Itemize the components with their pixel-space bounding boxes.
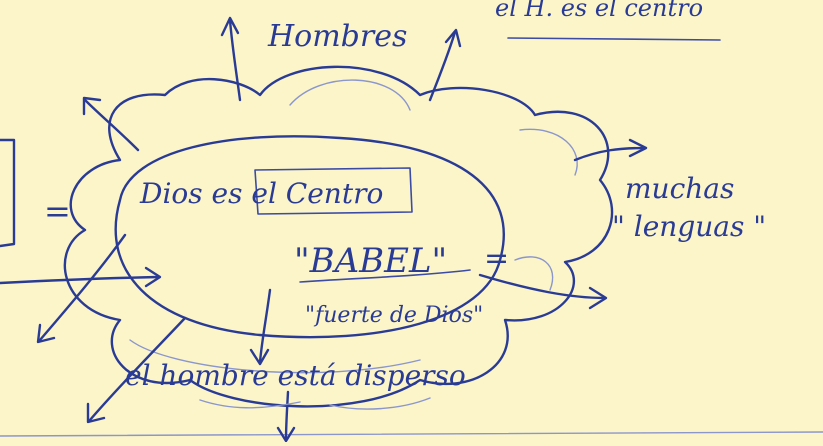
centro-box <box>254 167 413 215</box>
equals-left: = <box>44 192 71 230</box>
top-right-note: el H. es el centro <box>495 0 703 22</box>
arrowhead <box>220 16 240 37</box>
arrowhead <box>36 323 56 344</box>
arrow-lower-left <box>38 233 127 342</box>
arrow-up-left <box>228 18 242 102</box>
arrow-down-center <box>258 288 272 364</box>
center-ellipse <box>114 135 505 339</box>
arrowhead <box>249 348 270 366</box>
paper-edge-line <box>0 431 823 437</box>
arrow-right-lower <box>478 273 607 300</box>
arrow-bottom-left <box>88 316 187 422</box>
arrowhead <box>144 266 162 288</box>
right-label-line1: muchas <box>625 172 734 205</box>
arrow-down-bottom <box>284 390 290 442</box>
arrowhead <box>588 286 608 310</box>
center-text: Dios es el Centro <box>139 177 383 210</box>
arrowhead <box>82 96 102 116</box>
arrow-from-left <box>0 275 160 285</box>
babel-subtitle: "fuerte de Dios" <box>305 303 483 328</box>
bottom-text: el hombre está disperso <box>125 359 466 392</box>
hombres-label: Hombres <box>267 19 407 54</box>
cloud-outline <box>63 65 614 408</box>
arrowhead <box>444 28 462 48</box>
babel-equals: = <box>484 241 509 276</box>
note-underline <box>507 37 721 41</box>
babel-title: "BABEL" <box>294 241 447 281</box>
arrow-up-right <box>428 30 457 102</box>
arrows-group <box>0 16 648 443</box>
inner-scallop-bottom <box>129 339 421 374</box>
babel-underline <box>299 269 471 283</box>
arrowhead <box>628 138 648 158</box>
right-label-line2: " lenguas " <box>612 210 766 243</box>
inner-scallop-top <box>289 79 411 111</box>
arrowhead <box>276 426 296 443</box>
arrowhead <box>86 402 106 424</box>
bottom-squiggle <box>199 399 301 409</box>
bottom-squiggle <box>329 397 431 410</box>
left-box-edge <box>0 138 16 248</box>
inner-scallop-right-low <box>514 256 554 291</box>
arrow-right <box>573 146 647 162</box>
inner-scallop-right <box>519 128 578 176</box>
arrow-upper-left <box>83 98 140 152</box>
